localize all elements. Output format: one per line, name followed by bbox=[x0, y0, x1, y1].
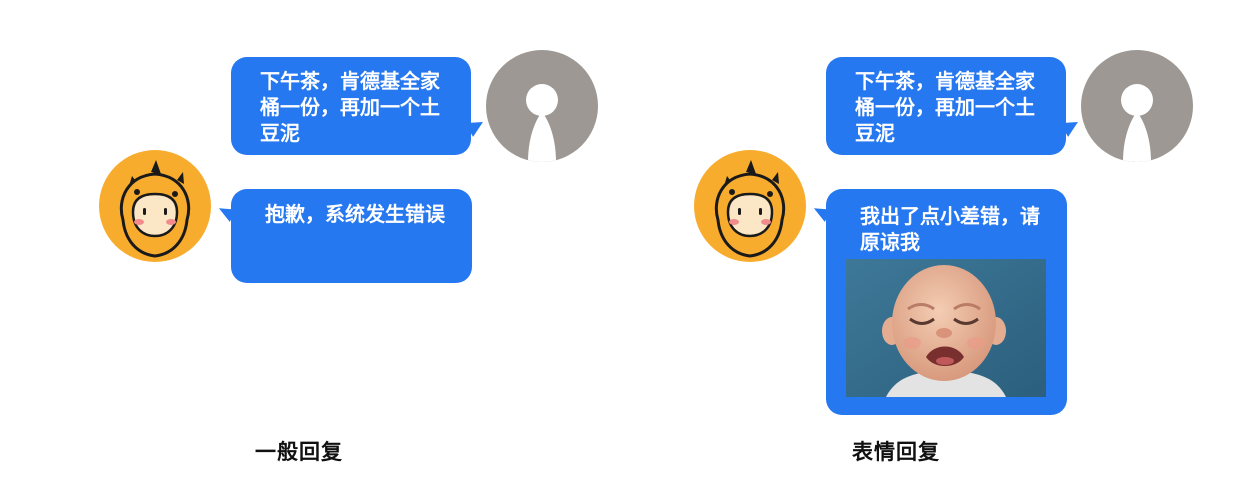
bot-avatar-icon[interactable] bbox=[99, 150, 211, 262]
user-avatar-icon[interactable] bbox=[1081, 50, 1193, 162]
bot-avatar-icon[interactable] bbox=[694, 150, 806, 262]
user-message-bubble: 下午茶，肯德基全家桶一份，再加一个土豆泥 bbox=[231, 57, 471, 155]
bot-message-text: 我出了点小差错，请原谅我 bbox=[860, 204, 1040, 254]
user-avatar-icon[interactable] bbox=[486, 50, 598, 162]
crying-baby-photo[interactable] bbox=[846, 259, 1046, 397]
chat-panel-emoji-reply: 下午茶，肯德基全家桶一份，再加一个土豆泥 我出了点小差错，请原谅我 bbox=[595, 0, 1195, 496]
user-message-text: 下午茶，肯德基全家桶一份，再加一个土豆泥 bbox=[260, 69, 440, 145]
chat-panel-normal-reply: 下午茶，肯德基全家桶一份，再加一个土豆泥 抱歉，系统发生错误 bbox=[0, 0, 600, 496]
user-message-text: 下午茶，肯德基全家桶一份，再加一个土豆泥 bbox=[855, 69, 1035, 145]
panel-caption: 表情回复 bbox=[852, 440, 940, 464]
user-message-bubble: 下午茶，肯德基全家桶一份，再加一个土豆泥 bbox=[826, 57, 1066, 155]
bot-message-text: 抱歉，系统发生错误 bbox=[265, 202, 445, 226]
panel-caption: 一般回复 bbox=[255, 440, 343, 464]
bot-message-bubble: 抱歉，系统发生错误 bbox=[231, 189, 472, 283]
